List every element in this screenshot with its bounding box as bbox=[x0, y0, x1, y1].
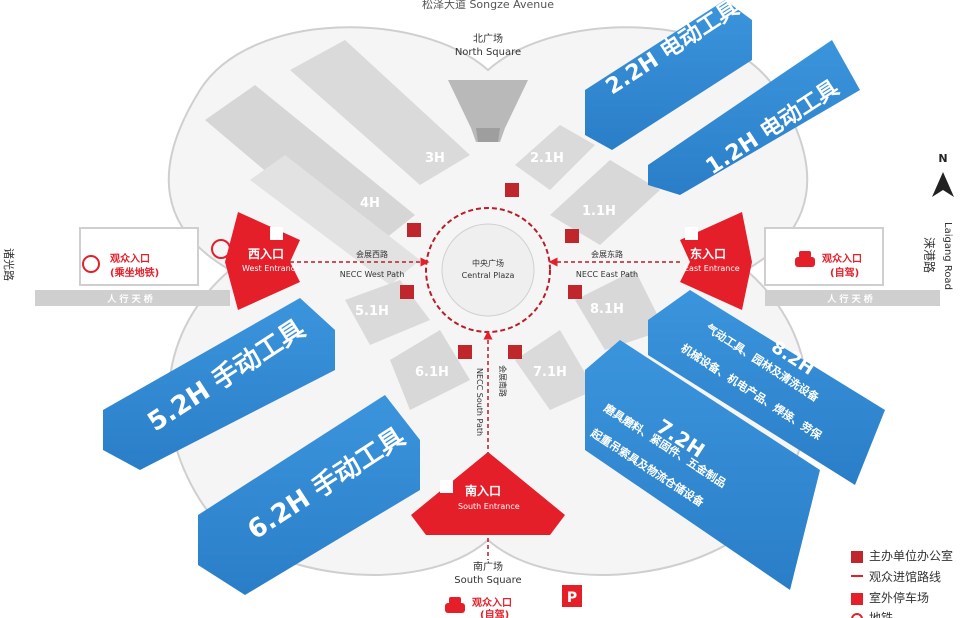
central-plaza bbox=[441, 223, 535, 317]
legend-arrow-label: 观众进馆路线 bbox=[869, 570, 942, 584]
left-road: 诸光路 bbox=[2, 248, 16, 281]
hall-1-1h-label: 1.1H bbox=[582, 204, 616, 219]
south-square-cn: 南广场 bbox=[473, 560, 503, 573]
south-entrance-office-icon bbox=[440, 480, 453, 493]
south-entrance[interactable]: 南入口 South Entrance bbox=[411, 452, 565, 535]
south-path-en: NECC South Path bbox=[475, 368, 484, 436]
hall-2-1h-block bbox=[515, 125, 595, 190]
west-bridge bbox=[35, 290, 230, 306]
legend-office-label: 主办单位办公室 bbox=[869, 549, 954, 563]
hall-3h-label: 3H bbox=[425, 151, 445, 166]
south-square-en: South Square bbox=[454, 575, 521, 586]
metro-icon bbox=[851, 612, 863, 618]
east-bridge-label: 人 行 天 桥 bbox=[826, 293, 873, 305]
east-visitor-box bbox=[764, 227, 884, 286]
hall-7-1h-block bbox=[515, 330, 595, 410]
legend-arrow: 观众进馆路线 bbox=[851, 569, 941, 585]
west-entrance[interactable]: 西入口 West Entrance bbox=[225, 212, 300, 310]
east-path-cn: 会展东路 bbox=[591, 249, 623, 259]
hall-6-1h-label: 6.1H bbox=[415, 365, 449, 380]
west-entrance-en: West Entrance bbox=[242, 264, 300, 273]
central-plaza-cn: 中央广场 bbox=[472, 258, 504, 268]
north-square-en: North Square bbox=[455, 47, 521, 58]
hall-8-1h-label: 8.1H bbox=[590, 302, 624, 317]
office-icon bbox=[400, 183, 582, 359]
legend-parking-label: 室外停车场 bbox=[869, 591, 930, 605]
south-entrance-en: South Entrance bbox=[458, 502, 520, 511]
north-square-funnel bbox=[448, 80, 528, 142]
hall-2-1h-label: 2.1H bbox=[530, 151, 564, 166]
legend-office: 主办单位办公室 bbox=[851, 548, 953, 564]
top-road: 松泽大道 Songze Avenue bbox=[422, 0, 554, 11]
hall-6-1h-block bbox=[390, 330, 470, 410]
legend-metro-label: 地铁 bbox=[869, 611, 894, 618]
north-square-tip bbox=[476, 128, 500, 142]
east-path-en: NECC East Path bbox=[576, 270, 638, 279]
west-visitor-sub: (乘坐地铁) bbox=[110, 266, 159, 279]
east-car-icon bbox=[795, 251, 815, 267]
east-bridge bbox=[765, 290, 940, 306]
right-road-cn: 涞港路 bbox=[922, 237, 937, 273]
west-path-cn: 会展西路 bbox=[356, 249, 388, 259]
central-plaza-en: Central Plaza bbox=[462, 271, 515, 280]
east-entrance-en: East Entrance bbox=[684, 264, 740, 273]
hall-7-1h-label: 7.1H bbox=[533, 365, 567, 380]
west-visitor-box bbox=[79, 227, 199, 286]
hall-1-1h-block bbox=[550, 160, 660, 245]
south-visitor-title: 观众入口 bbox=[472, 596, 512, 609]
hall-4h-label: 4H bbox=[360, 196, 380, 211]
parking-letter: P bbox=[567, 590, 577, 606]
west-path-en: NECC West Path bbox=[340, 270, 405, 279]
south-entrance-cn: 南入口 bbox=[465, 483, 501, 498]
legend-metro: 地铁 bbox=[851, 610, 893, 618]
hall-3h-block bbox=[290, 40, 470, 185]
hall-4h-block bbox=[205, 85, 415, 255]
west-bridge-label: 人 行 天 桥 bbox=[106, 293, 153, 305]
north-square-cn: 北广场 bbox=[473, 32, 503, 45]
east-visitor-sub: (自驾) bbox=[830, 266, 859, 279]
west-entrance-office-icon bbox=[270, 227, 283, 240]
south-path-cn: 会展南路 bbox=[498, 365, 508, 397]
east-entrance-cn: 东入口 bbox=[690, 246, 726, 261]
compass-icon bbox=[932, 172, 954, 197]
right-road-en: Laigang Road bbox=[942, 222, 953, 290]
east-entrance-office-icon bbox=[685, 227, 698, 240]
office-icon bbox=[851, 550, 863, 563]
hall-nw-gap bbox=[250, 155, 420, 285]
compass-letter: N bbox=[938, 152, 947, 165]
south-car-icon bbox=[445, 597, 465, 613]
hall-8-1h-block bbox=[575, 270, 665, 350]
parking-icon bbox=[562, 585, 582, 607]
hall-5-1h-label: 5.1H bbox=[355, 304, 389, 319]
east-entrance[interactable]: 东入口 East Entrance bbox=[680, 212, 752, 310]
west-metro-icon bbox=[82, 239, 231, 273]
west-entrance-cn: 西入口 bbox=[248, 247, 284, 261]
arrow-icon bbox=[851, 575, 863, 577]
east-visitor-title: 观众入口 bbox=[822, 252, 862, 265]
parking-icon bbox=[851, 592, 863, 605]
legend-parking: 室外停车场 bbox=[851, 590, 929, 606]
south-visitor-sub: (自驾) bbox=[480, 608, 509, 618]
west-visitor-title: 观众入口 bbox=[110, 252, 150, 265]
